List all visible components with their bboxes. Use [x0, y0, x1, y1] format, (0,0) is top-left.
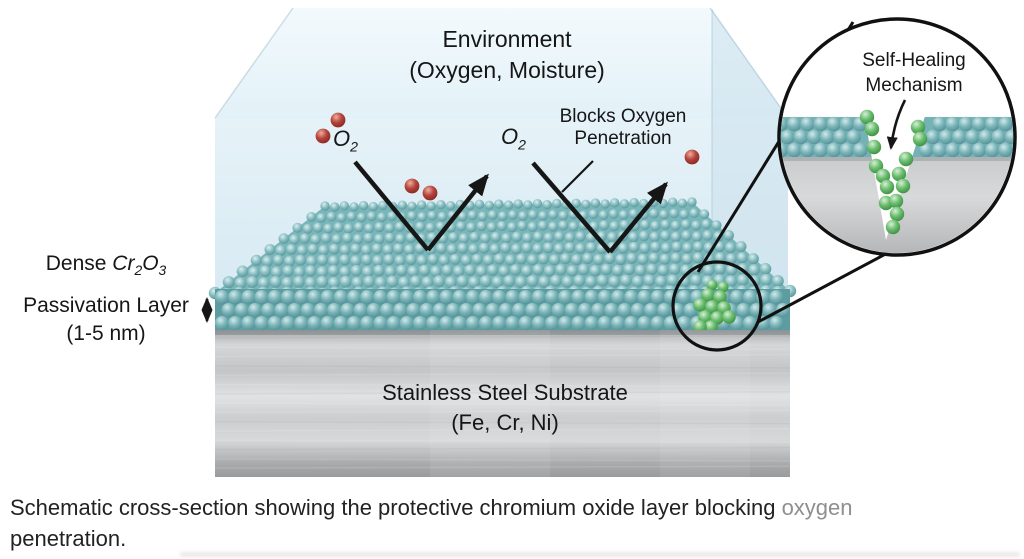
inspection-circle: [671, 260, 763, 352]
caption-main: Schematic cross-section showing the prot…: [10, 495, 782, 520]
o2-base: O: [501, 124, 519, 149]
layer-thickness-label: (1-5 nm): [66, 322, 146, 345]
steel-substrate: [214, 330, 791, 477]
self-healing-label: Self-Healing Mechanism: [814, 48, 1014, 98]
bounce-arrows: [201, 160, 668, 323]
substrate-line2: (Fe, Cr, Ni): [451, 410, 559, 435]
blocks-line2: Penetration: [574, 128, 672, 149]
figure-caption: Schematic cross-section showing the prot…: [10, 492, 1014, 554]
magnifier-content: [781, 109, 1013, 253]
o2-sub: 2: [350, 138, 358, 155]
substrate-label: Stainless Steel Substrate (Fe, Cr, Ni): [305, 378, 705, 438]
bottom-artifact-strip: [180, 552, 1020, 557]
blocks-line1: Blocks Oxygen: [559, 106, 687, 127]
oxide-passivation-layer: [208, 197, 797, 334]
o2-base: O: [333, 126, 351, 151]
self-healing-line1: Self-Healing: [862, 50, 966, 71]
self-healing-arrow: [886, 99, 907, 150]
dense-oxide-label: Dense Cr2O3: [0, 252, 212, 278]
magnifier-circle: [777, 17, 1017, 257]
substrate-line1: Stainless Steel Substrate: [382, 380, 628, 405]
caption-line2: penetration.: [10, 526, 127, 551]
environment-label: Environment (Oxygen, Moisture): [302, 24, 712, 86]
dense-prefix: Dense: [45, 252, 113, 275]
oxygen-molecules: [315, 112, 700, 201]
passivation-layer-label: Passivation Layer: [23, 294, 189, 317]
blocks-oxygen-label: Blocks Oxygen Penetration: [523, 106, 723, 150]
o2-molecule-label-left: O2: [333, 126, 358, 154]
self-healing-spheres: [859, 109, 928, 235]
cr2o3-formula: Cr2O3: [112, 252, 167, 279]
self-healing-patch: [693, 279, 736, 334]
self-healing-line2: Mechanism: [865, 75, 963, 96]
environment-line2: (Oxygen, Moisture): [409, 57, 605, 83]
caption-fade-word: oxygen: [781, 495, 853, 520]
o2-molecule-label-right: O2: [501, 124, 526, 152]
environment-line1: Environment: [442, 26, 572, 52]
o2-sub: 2: [518, 136, 526, 153]
